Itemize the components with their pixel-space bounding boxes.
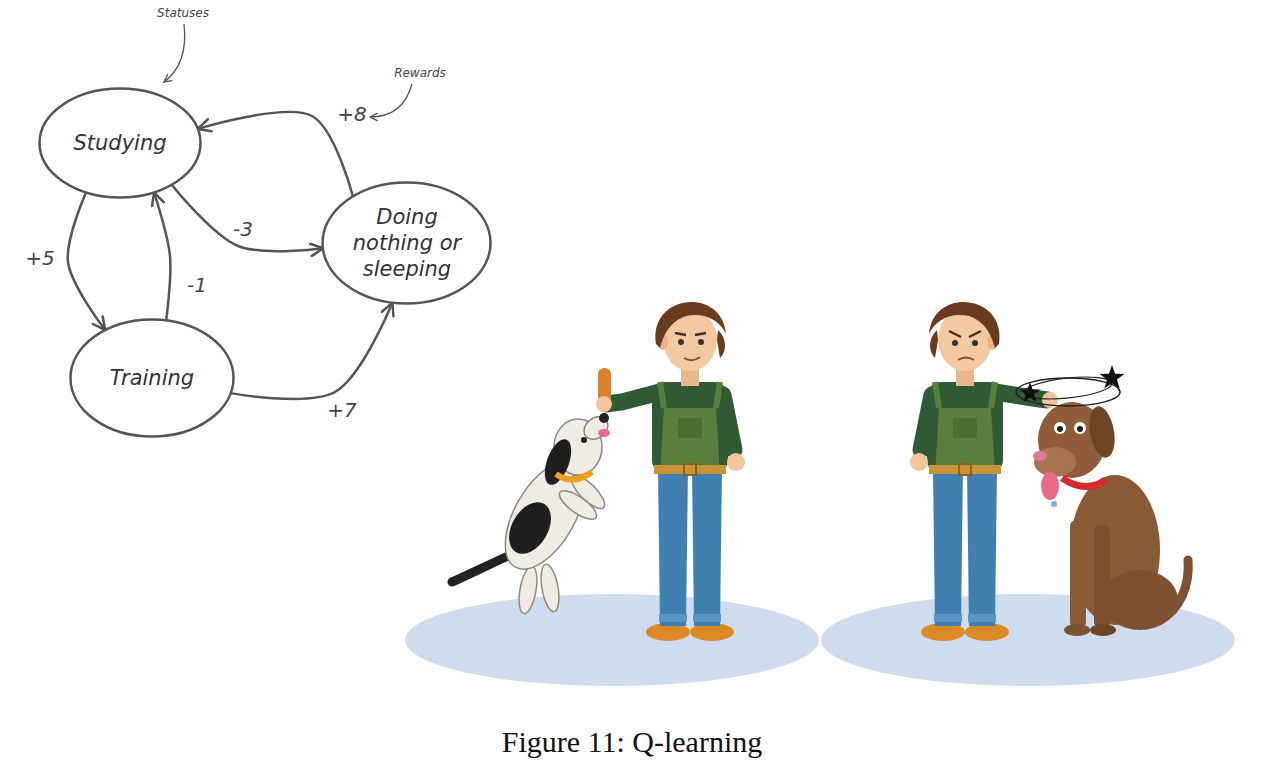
man-figure [596, 302, 745, 641]
transition-arrow [172, 185, 324, 251]
annotation-label: Rewards [392, 66, 448, 81]
annotation-arrow [164, 24, 185, 82]
transition-arrow [154, 192, 170, 320]
state-ellipse: Doing nothing or sleeping [321, 181, 492, 305]
annotation-arrow [370, 84, 412, 117]
reward-label: -1 [184, 273, 210, 297]
reward-label: +7 [324, 398, 359, 422]
state-ellipse: Training [69, 318, 235, 438]
reward-label: +8 [334, 102, 369, 126]
node-label: Studying [73, 130, 166, 156]
annotation-label: Statuses [155, 6, 211, 21]
reward-label: -3 [230, 217, 256, 241]
dog-figure [1016, 365, 1188, 636]
state-ellipse: Studying [38, 87, 202, 199]
reward-label: +5 [22, 246, 57, 270]
transition-arrow [198, 112, 353, 197]
man-figure [910, 302, 1058, 641]
dog-figure [452, 412, 612, 615]
node-label: Doing nothing or sleeping [351, 204, 463, 282]
figure-caption: Figure 11: Q-learning [502, 724, 763, 760]
transition-arrow [231, 303, 393, 399]
node-label: Training [110, 365, 194, 391]
transition-arrow [68, 192, 106, 330]
ground-shadow [405, 594, 819, 686]
